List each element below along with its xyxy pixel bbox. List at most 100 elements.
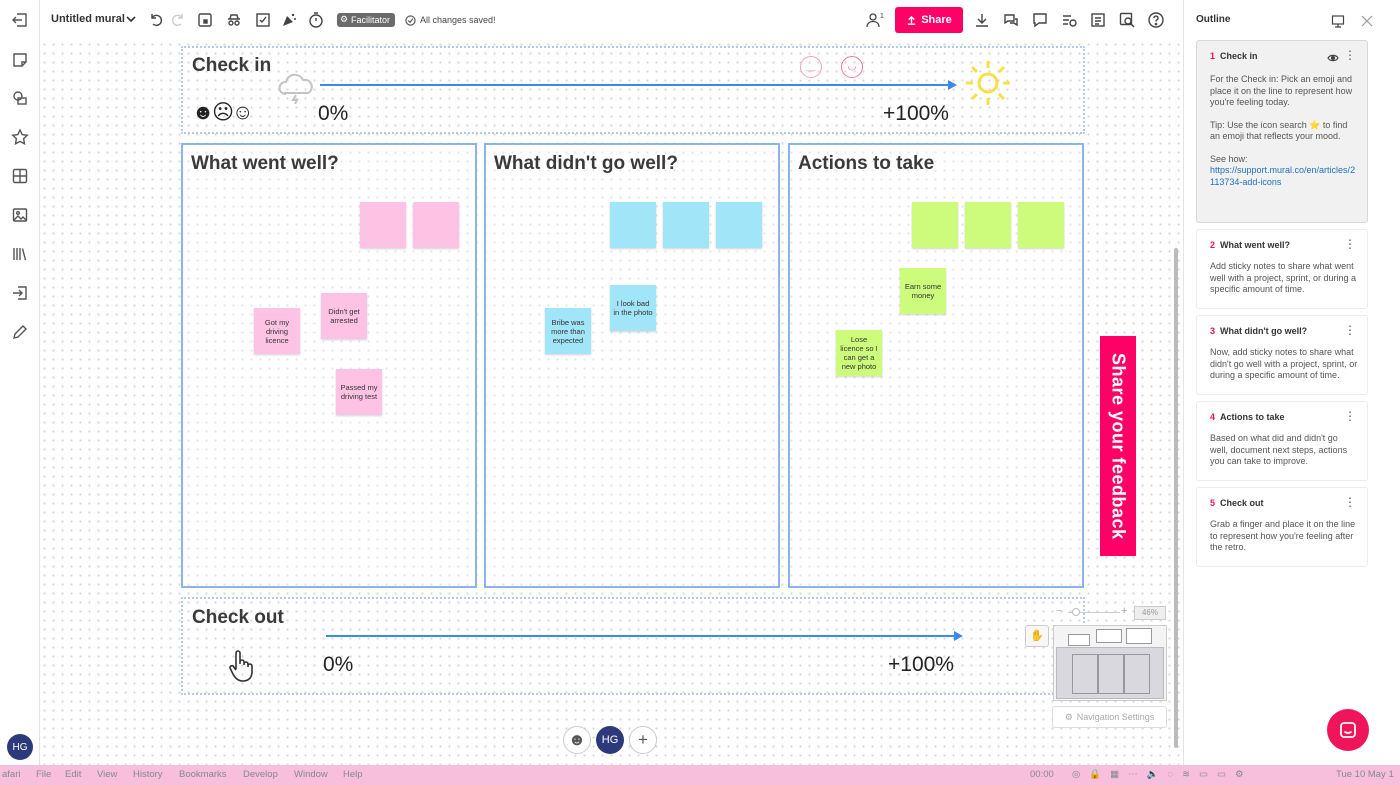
menu-item[interactable]: Edit [65,769,82,780]
outline-item-4[interactable]: 4 Actions to take ⋮ Based on what did an… [1196,401,1368,481]
comments-icon[interactable] [1031,11,1049,29]
outline-item-3[interactable]: 3 What didn't go well? ⋮ Now, add sticky… [1196,315,1368,395]
intercom-chat-button[interactable] [1327,709,1369,751]
pencil-icon[interactable] [11,323,29,341]
search-icon[interactable] [1118,11,1136,29]
user-avatar[interactable]: HG [7,734,33,760]
mural-canvas[interactable]: Check in ☻☹☺ 0% +100% ‿ ◡ What went well… [40,40,1180,765]
library-icon[interactable] [11,245,29,263]
zoom-level[interactable]: 46% [1134,606,1166,620]
voting-icon[interactable] [254,11,272,29]
chevron-down-icon[interactable] [125,13,137,25]
sticky-note-empty[interactable] [912,202,958,248]
emoji-reaction-button[interactable]: ☻ [563,726,591,754]
grin-emoji-icon[interactable]: ◡ [841,56,863,78]
more-options-icon[interactable]: ⋮ [1344,48,1356,62]
sticky-note-icon[interactable] [11,51,29,69]
present-icon[interactable] [1331,14,1345,28]
menu-item[interactable]: Help [343,769,363,780]
star-icon[interactable] [11,128,29,146]
smile-emoji-icon[interactable]: ‿ [800,56,822,78]
checkout-arrow[interactable] [326,630,964,642]
sticky-note[interactable]: Earn some money [900,268,946,314]
outline-item-5[interactable]: 5 Check out ⋮ Grab a finger and place it… [1196,487,1368,567]
pointing-hand-icon[interactable] [228,649,254,683]
menu-item[interactable]: Window [294,769,328,780]
help-icon[interactable] [1147,11,1165,29]
zoom-slider-handle[interactable] [1072,608,1080,616]
menu-app-name[interactable]: afari [2,769,21,780]
share-feedback-tab[interactable]: Share your feedback [1100,336,1136,556]
collaborators-icon[interactable] [865,11,883,29]
private-mode-icon[interactable] [225,11,243,29]
close-icon[interactable] [1361,15,1373,27]
menu-item[interactable]: View [97,769,118,780]
more-options-icon[interactable]: ⋮ [1344,495,1356,509]
emoji-faces-icon[interactable]: ☻☹☺ [192,101,253,124]
download-icon[interactable] [973,11,991,29]
summary-icon[interactable] [1089,11,1107,29]
facilitator-badge[interactable]: Facilitator [337,13,396,27]
outline-icon[interactable] [196,11,214,29]
checkout-area[interactable]: Check out 0% +100% [181,597,1085,695]
chat-icon[interactable] [1002,11,1020,29]
shapes-icon[interactable] [11,89,29,107]
sticky-note-empty[interactable] [1018,202,1064,248]
timer-icon[interactable] [307,11,325,29]
canvas-scrollbar[interactable] [1174,248,1178,748]
sticky-note-empty[interactable] [360,202,406,248]
menu-item[interactable]: History [133,769,163,780]
help-link[interactable]: https://support.mural.co/en/articles/211… [1210,165,1356,187]
status-icons[interactable]: ◎🔒▦⋯🔈◌≋▭▭⚙ [1072,769,1253,780]
sun-icon[interactable] [963,58,1013,108]
zoom-slider[interactable] [1068,612,1120,613]
sticky-note-empty[interactable] [965,202,1011,248]
import-icon[interactable] [11,284,29,302]
sticky-note[interactable]: Didn't get arrested [321,293,367,339]
navigation-settings-button[interactable]: ⚙Navigation Settings [1052,706,1167,728]
undo-icon[interactable] [147,11,165,29]
timer-readout[interactable]: 00:00 [1030,769,1054,780]
share-button[interactable]: Share [895,7,963,33]
sticky-note-empty[interactable] [610,202,656,248]
storm-cloud-icon[interactable] [277,70,317,104]
minimap[interactable] [1053,625,1167,701]
sticky-note[interactable]: Got my driving licence [254,308,300,354]
minimap-area [1098,654,1124,694]
more-options-icon[interactable]: ⋮ [1344,323,1356,337]
add-collaborator-button[interactable]: + [629,726,657,754]
minimap-viewport[interactable] [1056,647,1164,699]
checkin-arrow[interactable] [320,79,958,91]
mural-title[interactable]: Untitled mural [51,13,125,25]
outline-item-1[interactable]: 1 Check in ⋮ For the Check in: Pick an e… [1196,40,1368,223]
collapse-sidebar-icon[interactable] [11,11,29,29]
menu-clock[interactable]: Tue 10 May 1 [1336,769,1394,780]
sticky-note-empty[interactable] [413,202,459,248]
menu-item[interactable]: Develop [243,769,278,780]
menu-item[interactable]: File [36,769,52,780]
activity-icon[interactable] [1060,11,1078,29]
checkin-area[interactable]: Check in ☻☹☺ 0% +100% ‿ ◡ [181,46,1085,134]
menu-item[interactable]: Bookmarks [179,769,227,780]
more-options-icon[interactable]: ⋮ [1344,237,1356,251]
more-options-icon[interactable]: ⋮ [1344,409,1356,423]
hand-tool-button[interactable]: ✋ [1025,625,1049,647]
collaborator-avatar[interactable]: HG [596,726,624,754]
sticky-note[interactable]: Bribe was more than expected [545,308,591,354]
sticky-note[interactable]: Lose licence so I can get a new photo [836,330,882,376]
outline-item-body: Grab a finger and place it on the line t… [1210,519,1356,552]
eye-icon[interactable] [1327,53,1339,63]
celebrate-icon[interactable] [280,11,298,29]
image-icon[interactable] [11,206,29,224]
zoom-in-icon[interactable]: + [1121,605,1128,617]
outline-item-2[interactable]: 2 What went well? ⋮ Add sticky notes to … [1196,229,1368,309]
sticky-note[interactable]: I look bad in the photo [610,285,656,331]
sticky-note[interactable]: Passed my driving test [336,369,382,415]
outline-item-body: Now, add sticky notes to share what didn… [1210,347,1358,380]
redo-icon[interactable] [169,11,187,29]
frameworks-icon[interactable] [11,167,29,185]
what-went-well-area[interactable]: What went well? [181,143,477,588]
sticky-note-empty[interactable] [716,202,762,248]
sticky-note-empty[interactable] [663,202,709,248]
zoom-out-icon[interactable]: − [1056,606,1062,617]
